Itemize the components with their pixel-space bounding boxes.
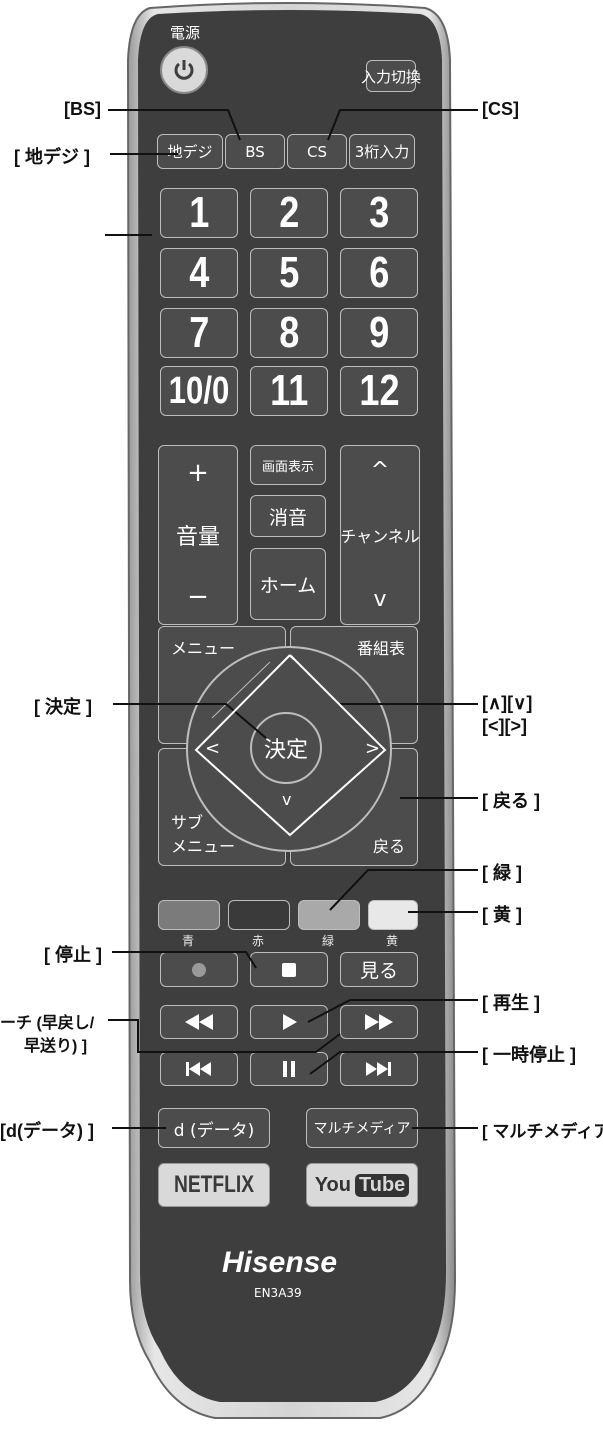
callout-search-line2: 早送り) ] (24, 1038, 88, 1055)
channel-rocker[interactable]: ^ チャンネル v (340, 445, 420, 625)
callout-d-data: [d(データ) ] (0, 1121, 94, 1141)
green-key-caption: 緑 (322, 934, 335, 948)
callout-pause: [ 一時停止 ] (482, 1045, 576, 1065)
netflix-button[interactable]: NETFLIX (158, 1163, 270, 1207)
volume-up-label: + (187, 458, 209, 488)
callout-multimedia: [ マルチメディア ] (482, 1122, 603, 1141)
callout-search-line1: ーチ (早戻し/ (0, 1015, 95, 1032)
bs-button[interactable]: BS (225, 134, 285, 169)
rewind-icon (185, 1014, 213, 1030)
number-key-4[interactable]: 4 (160, 248, 238, 298)
ok-button[interactable]: 決定 (250, 712, 322, 784)
volume-rocker[interactable]: + 音量 − (158, 445, 238, 625)
callout-cs: [CS] (482, 99, 519, 119)
callout-bs: [BS] (64, 99, 101, 119)
power-button[interactable] (160, 46, 208, 94)
callout-arrows-line1: [∧][∨] (482, 693, 533, 713)
three-digit-input-button[interactable]: 3桁入力 (349, 134, 415, 169)
home-button[interactable]: ホーム (250, 548, 326, 620)
blue-key[interactable] (158, 900, 220, 930)
callout-play: [ 再生 ] (482, 993, 540, 1013)
model-number: EN3A39 (254, 1286, 302, 1300)
callout-back: [ 戻る ] (482, 791, 540, 811)
youtube-button[interactable]: You Tube (306, 1163, 418, 1207)
skip-forward-icon (366, 1062, 391, 1076)
number-key-2[interactable]: 2 (250, 188, 328, 238)
power-label: 電源 (170, 24, 201, 42)
youtube-logo-tube: Tube (355, 1173, 410, 1197)
power-icon (174, 60, 194, 80)
number-key-11[interactable]: 11 (250, 366, 328, 416)
youtube-logo-you: You (314, 1173, 351, 1196)
volume-label: 音量 (175, 525, 220, 550)
callout-arrows-line2: [<][>] (482, 716, 527, 736)
dpad-right-icon[interactable]: > (365, 738, 381, 759)
channel-label: チャンネル (340, 527, 420, 546)
callout-terrestrial: [ 地デジ ] (14, 147, 90, 167)
volume-down-label: − (187, 582, 209, 612)
mute-button[interactable]: 消音 (250, 495, 326, 537)
callout-ok: [ 決定 ] (34, 697, 92, 717)
pause-icon (283, 1061, 295, 1077)
yellow-key[interactable] (368, 900, 418, 930)
play-button[interactable] (250, 1005, 328, 1039)
d-data-button[interactable]: d (データ) (158, 1108, 270, 1148)
number-key-5[interactable]: 5 (250, 248, 328, 298)
yellow-key-caption: 黄 (386, 934, 399, 948)
fast-forward-button[interactable] (340, 1005, 418, 1039)
red-key-caption: 赤 (252, 934, 265, 948)
dpad-left-icon[interactable]: < (205, 738, 221, 759)
channel-down-label: v (373, 587, 387, 612)
stop-icon (282, 962, 296, 977)
blue-key-caption: 青 (182, 934, 195, 948)
stop-button[interactable] (250, 952, 328, 987)
number-key-6[interactable]: 6 (340, 248, 418, 298)
number-key-7[interactable]: 7 (160, 308, 238, 358)
callout-yellow: [ 黄 ] (482, 905, 522, 925)
input-switch-button[interactable]: 入力切換 (361, 60, 421, 92)
channel-up-label: ^ (370, 458, 390, 483)
view-button[interactable]: 見る (340, 952, 418, 987)
number-key-10[interactable]: 10/0 (160, 366, 238, 416)
green-key[interactable] (298, 900, 360, 930)
multimedia-button[interactable]: マルチメディア (306, 1108, 418, 1148)
number-key-3[interactable]: 3 (340, 188, 418, 238)
brand-logo: Hisense (222, 1246, 338, 1279)
skip-back-icon (186, 1062, 211, 1076)
cs-button[interactable]: CS (287, 134, 347, 169)
number-key-8[interactable]: 8 (250, 308, 328, 358)
rewind-button[interactable] (160, 1005, 238, 1039)
terrestrial-button[interactable]: 地デジ (157, 134, 223, 169)
screen-display-button[interactable]: 画面表示 (250, 445, 326, 485)
number-key-1[interactable]: 1 (160, 188, 238, 238)
fast-forward-icon (365, 1014, 393, 1030)
skip-back-button[interactable] (160, 1052, 238, 1086)
number-key-9[interactable]: 9 (340, 308, 418, 358)
red-key[interactable] (228, 900, 290, 930)
dpad-down-icon[interactable]: v (282, 790, 292, 809)
callout-green: [ 緑 ] (482, 863, 522, 883)
callout-stop: [ 停止 ] (44, 945, 102, 965)
play-icon (283, 1014, 297, 1030)
netflix-logo: NETFLIX (174, 1171, 254, 1198)
number-key-12[interactable]: 12 (340, 366, 418, 416)
record-icon (192, 962, 206, 977)
